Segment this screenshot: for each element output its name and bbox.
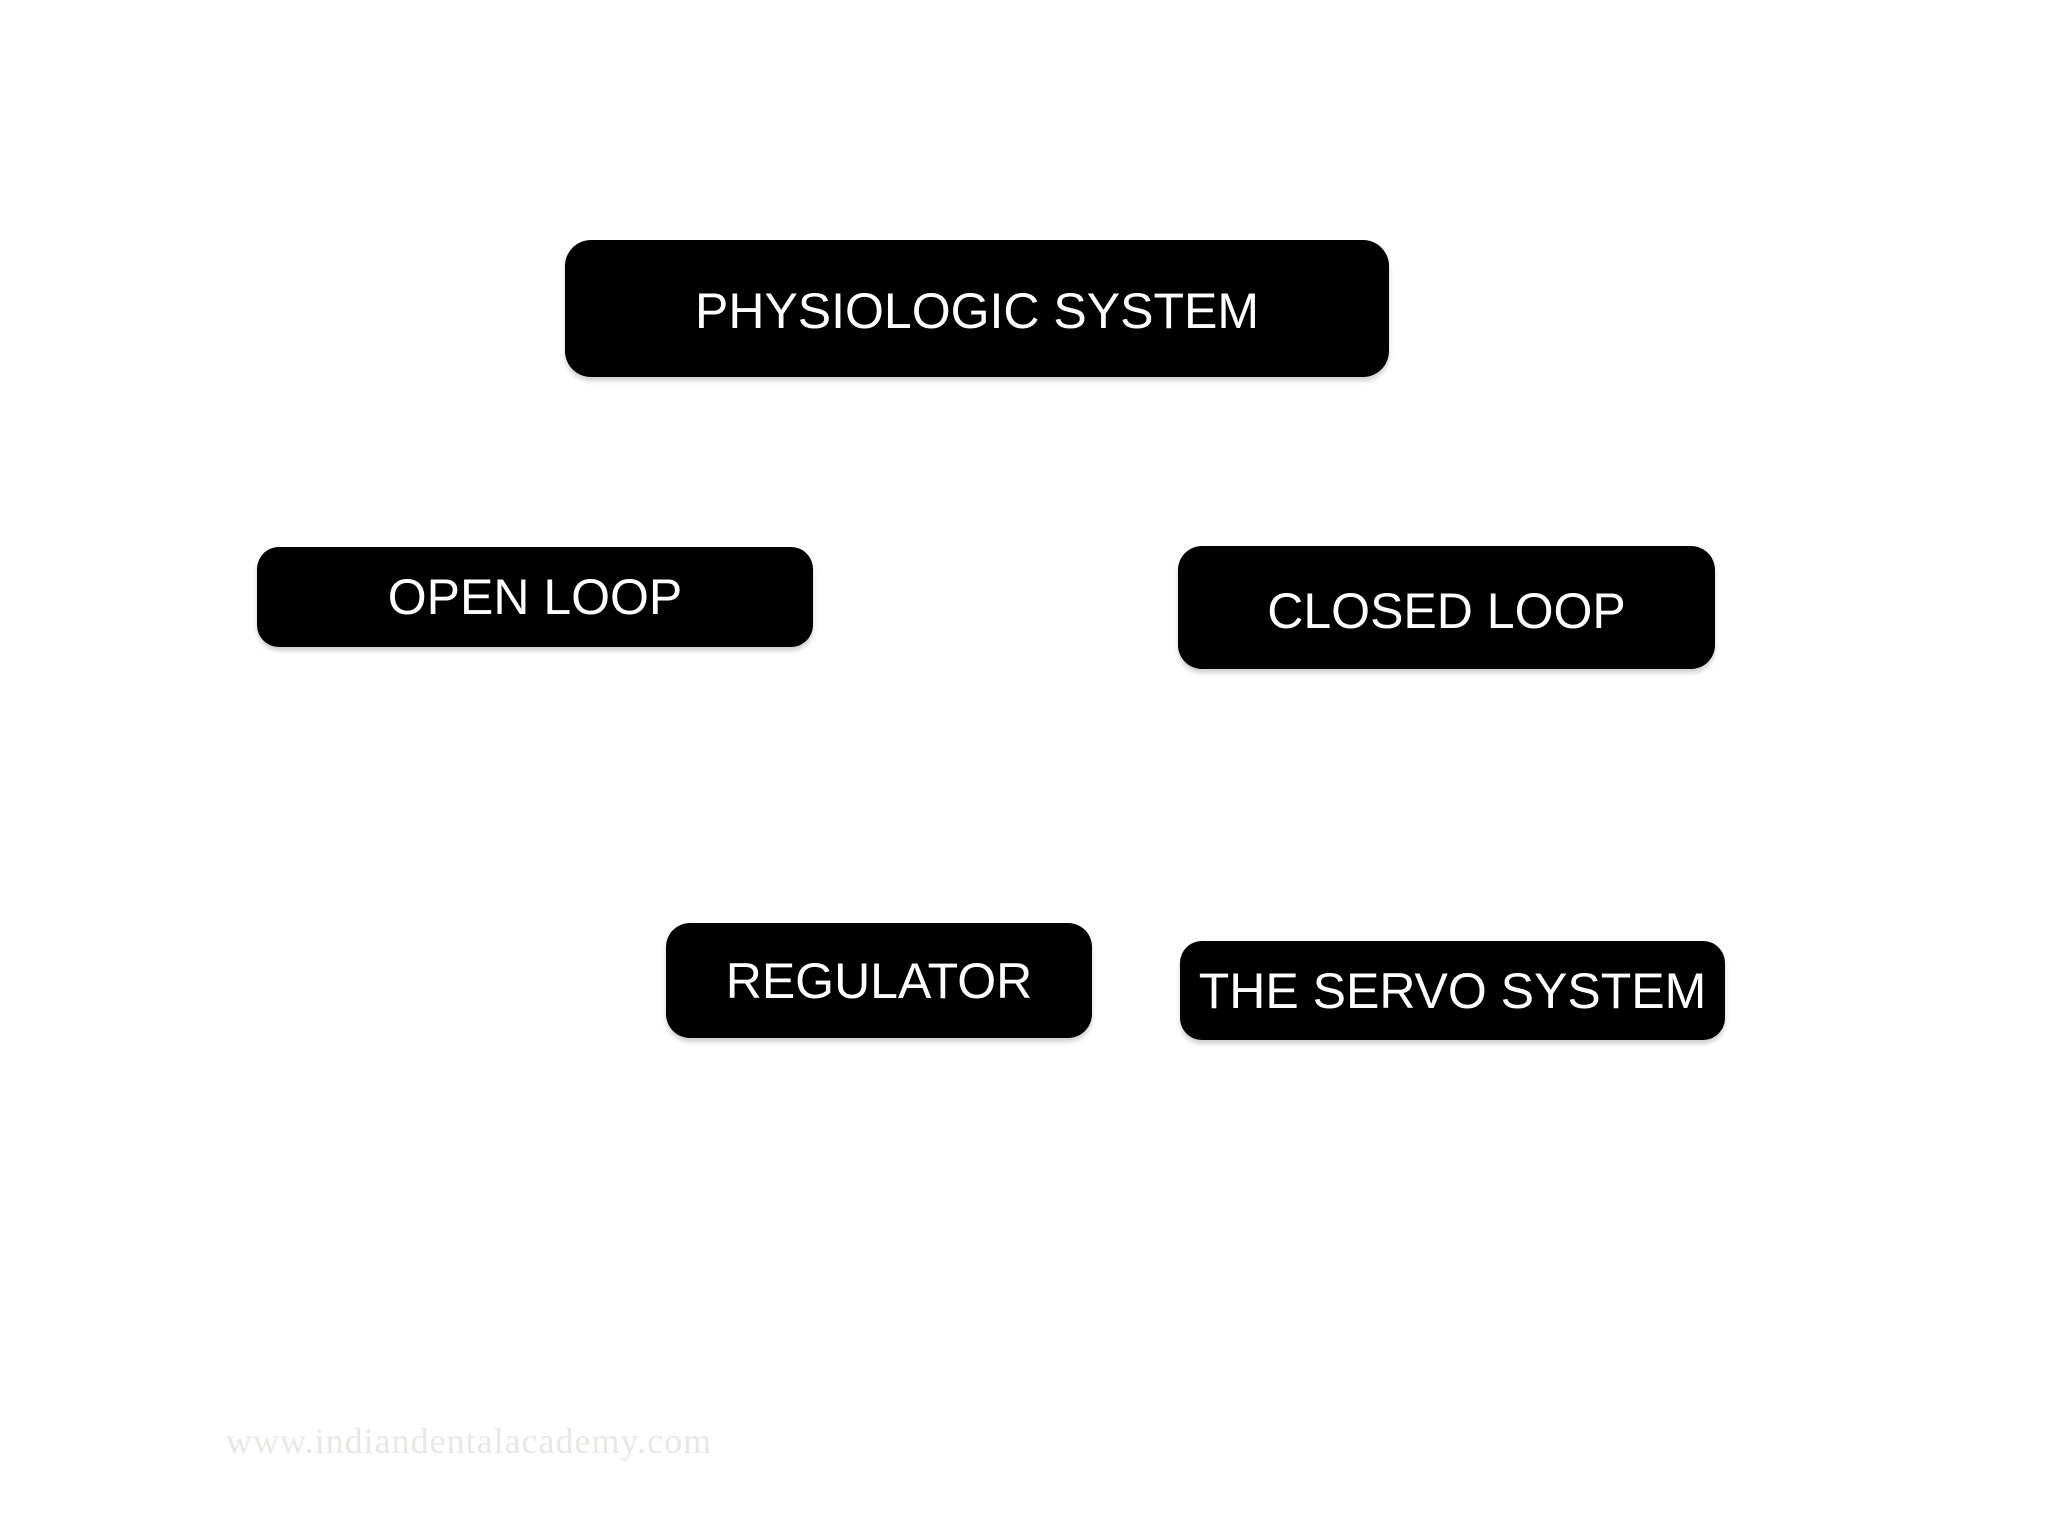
node-open-loop-label: OPEN LOOP xyxy=(387,569,683,625)
node-servo-system: THE SERVO SYSTEM xyxy=(1180,941,1725,1040)
node-closed-loop-label: CLOSED LOOP xyxy=(1267,582,1626,639)
node-servo-system-label: THE SERVO SYSTEM xyxy=(1198,962,1707,1019)
node-regulator: REGULATOR xyxy=(666,923,1092,1038)
watermark-text: www.indiandentalacademy.com xyxy=(226,1421,713,1461)
node-physiologic-system-label: PHYSIOLOGIC SYSTEM xyxy=(694,282,1259,339)
node-closed-loop: CLOSED LOOP xyxy=(1178,546,1715,669)
node-physiologic-system: PHYSIOLOGIC SYSTEM xyxy=(565,240,1389,377)
node-open-loop: OPEN LOOP xyxy=(257,547,813,647)
node-regulator-label: REGULATOR xyxy=(725,952,1033,1009)
